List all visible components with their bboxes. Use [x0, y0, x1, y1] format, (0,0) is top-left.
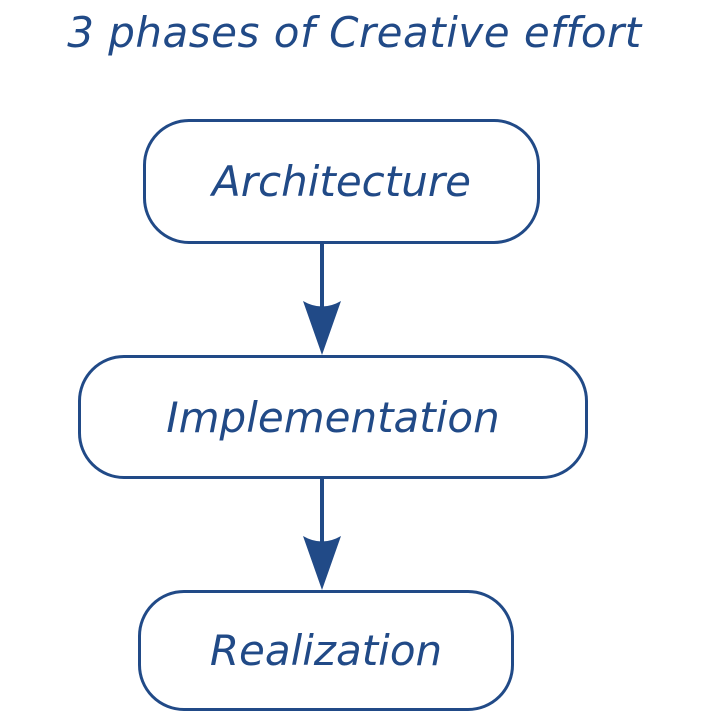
arrow-implementation-to-realization: [303, 478, 341, 590]
arrow-architecture-to-implementation: [303, 243, 341, 355]
node-label: Implementation: [166, 392, 500, 442]
node-label: Realization: [209, 626, 443, 675]
diagram-title: 3 phases of Creative effort: [67, 8, 642, 57]
node-realization: Realization: [138, 590, 514, 711]
node-label: Architecture: [212, 157, 471, 206]
node-implementation: Implementation: [78, 355, 588, 479]
node-architecture: Architecture: [143, 119, 540, 244]
